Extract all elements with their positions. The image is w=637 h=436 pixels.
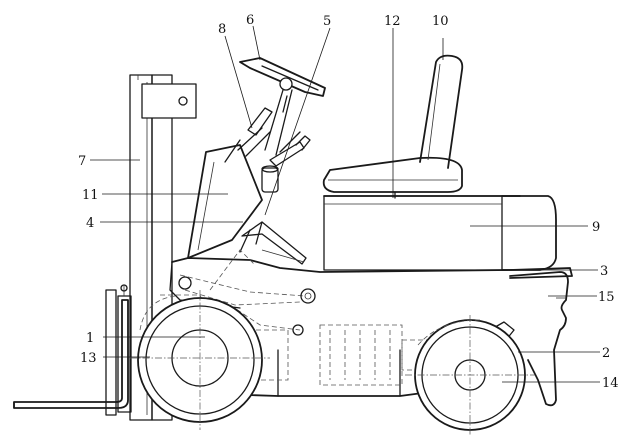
callout-5: 5 [323, 14, 331, 29]
callout-8: 8 [218, 22, 226, 37]
callout-12: 12 [384, 14, 401, 29]
callout-6: 6 [246, 13, 254, 28]
fork-carriage [13, 284, 132, 416]
front-wheel [130, 290, 270, 430]
rear-wheel [405, 315, 535, 436]
callout-3: 3 [600, 264, 608, 279]
callout-13: 13 [80, 351, 97, 366]
callout-numbers: 1 2 3 4 5 6 7 8 9 10 11 12 13 14 15 [78, 13, 619, 391]
callout-2: 2 [602, 346, 610, 361]
callout-11: 11 [82, 188, 99, 203]
callout-9: 9 [592, 220, 600, 235]
callout-7: 7 [78, 154, 86, 169]
instrument-console [187, 144, 279, 259]
callout-15: 15 [598, 290, 615, 305]
pedal-assembly [239, 221, 307, 265]
steering-assembly [224, 57, 326, 167]
callout-10: 10 [432, 14, 449, 29]
callout-1: 1 [86, 331, 94, 346]
callout-14: 14 [602, 376, 619, 391]
callout-leaders [90, 25, 600, 383]
hood-frame [323, 195, 521, 271]
callout-4: 4 [86, 216, 94, 231]
